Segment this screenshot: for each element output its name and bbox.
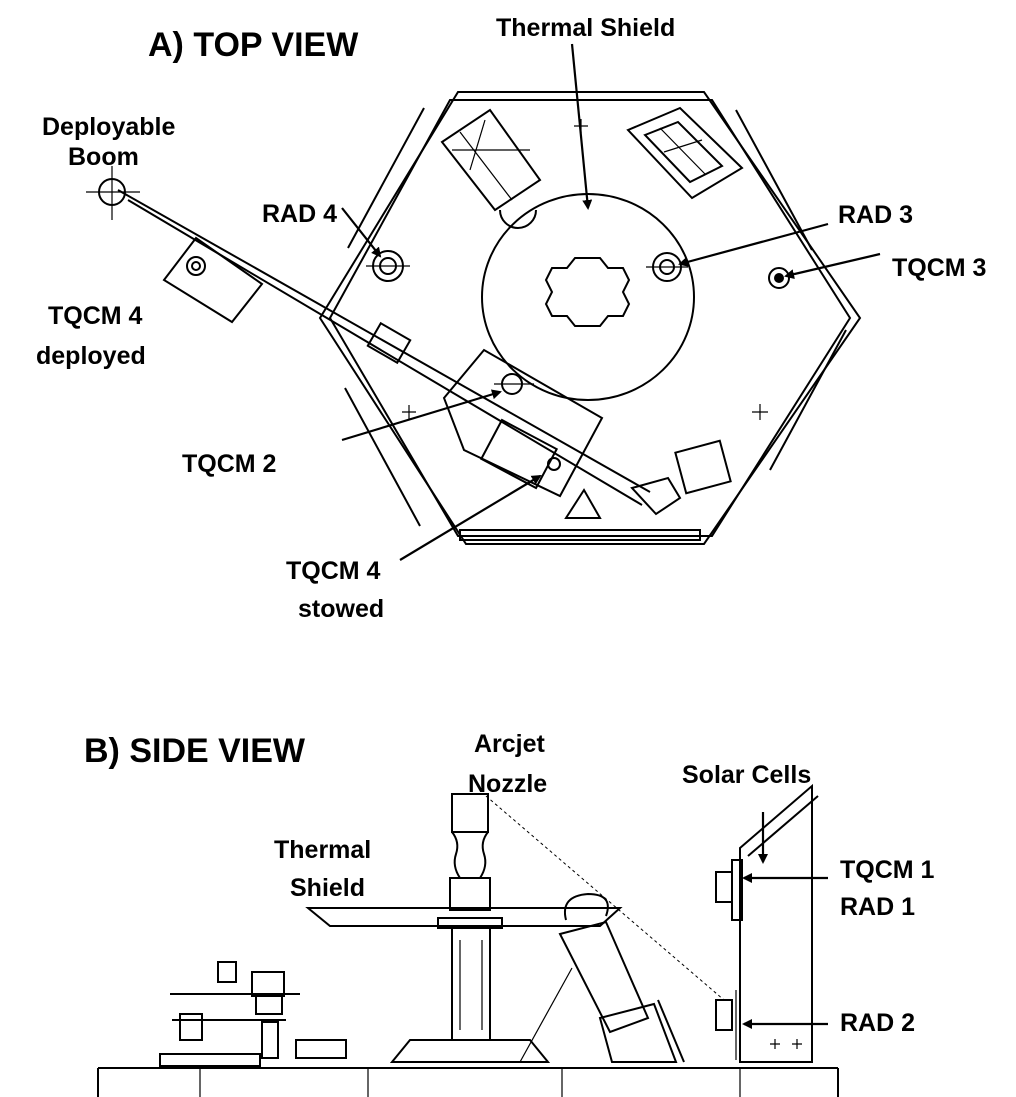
rad3-sensor	[646, 252, 688, 282]
arcjet-nozzle	[389, 793, 551, 1063]
solar-panel-tower	[715, 783, 819, 1063]
instrument-box-upper-left	[440, 108, 542, 229]
label-rad3: RAD 3	[838, 201, 913, 229]
label-thermal-shield-line2: Shield	[290, 874, 365, 902]
thermal-shield-plate	[305, 907, 623, 927]
top-view-callout-arrows	[341, 43, 881, 561]
label-deployable-boom-line1: Deployable	[42, 113, 175, 141]
label-tqcm1: TQCM 1	[840, 856, 935, 884]
side-view-heading: B) SIDE VIEW	[84, 732, 306, 770]
label-tqcm4-stowed-line1: TQCM 4	[286, 557, 381, 585]
label-tqcm2: TQCM 2	[182, 450, 276, 478]
label-tqcm3: TQCM 3	[892, 254, 986, 282]
angled-instrument	[519, 892, 685, 1063]
thermal-shield-disc	[481, 193, 695, 401]
left-components	[159, 961, 347, 1067]
label-tqcm4-deployed-line1: TQCM 4	[48, 302, 143, 330]
label-tqcm4-stowed-line2: stowed	[298, 595, 384, 623]
fastener-marks	[402, 119, 768, 420]
label-arcjet-line2: Nozzle	[468, 770, 547, 798]
spacecraft-hexagon	[318, 91, 862, 545]
label-rad2: RAD 2	[840, 1009, 915, 1037]
label-arcjet-line1: Arcjet	[474, 730, 546, 758]
label-rad4: RAD 4	[262, 200, 337, 228]
tqcm3-sensor	[768, 267, 790, 289]
rad4-sensor	[366, 250, 410, 282]
deployable-boom	[86, 166, 682, 516]
tqcm4-deployed-panel	[162, 236, 264, 324]
label-thermal-shield-line1: Thermal	[274, 836, 371, 864]
label-thermal-shield: Thermal Shield	[496, 14, 675, 42]
top-view: A) TOP VIEW	[36, 14, 986, 623]
side-view: B) SIDE VIEW	[84, 730, 935, 1097]
label-deployable-boom-line2: Boom	[68, 143, 139, 171]
side-view-callout-arrows	[742, 812, 828, 1029]
label-rad1: RAD 1	[840, 893, 915, 921]
base-deck	[97, 1067, 839, 1097]
instrument-grid-upper-right	[626, 106, 744, 200]
label-tqcm4-deployed-line2: deployed	[36, 342, 146, 370]
label-solar-cells: Solar Cells	[682, 761, 811, 789]
tqcm-mount-plate	[442, 348, 732, 519]
top-view-heading: A) TOP VIEW	[148, 26, 359, 64]
